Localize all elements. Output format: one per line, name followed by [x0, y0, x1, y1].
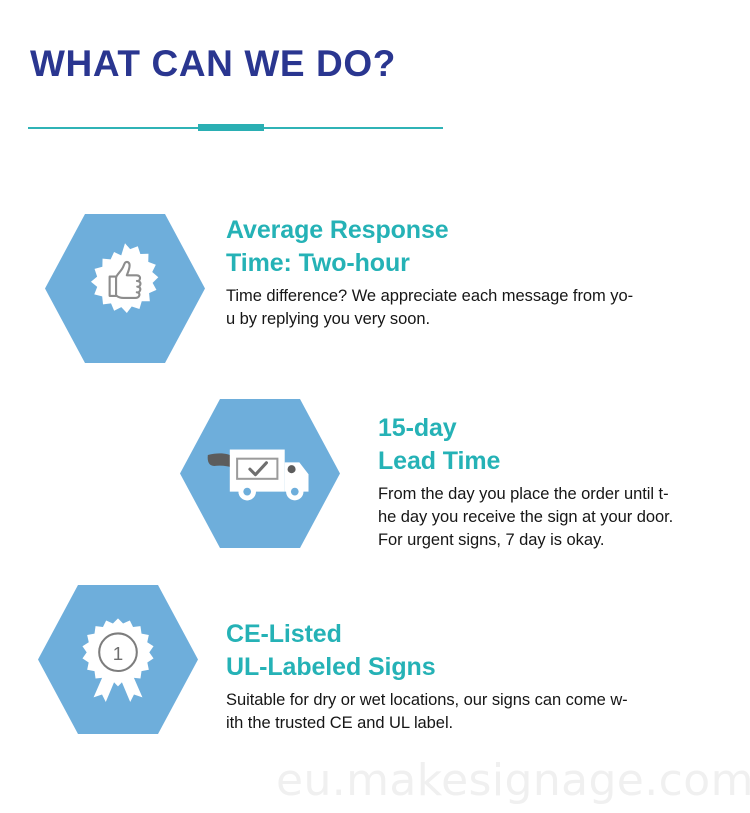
award-ribbon-icon: 1 — [71, 614, 165, 717]
thumbs-up-badge-icon — [79, 240, 171, 337]
feature-heading-line-2: UL-Labeled Signs — [226, 653, 436, 682]
feature-text: 15-day Lead Time From the day you place … — [378, 412, 673, 553]
feature-text: CE-Listed UL-Labeled Signs Suitable for … — [226, 618, 628, 735]
hexagon-badge: 1 — [38, 585, 198, 734]
title-divider — [28, 124, 443, 132]
feature-body-line-2: ith the trusted CE and UL label. — [226, 713, 454, 732]
feature-body-line-1: Suitable for dry or wet locations, our s… — [226, 690, 628, 709]
delivery-truck-icon — [206, 434, 314, 513]
watermark: eu.makesignage.com — [276, 755, 750, 806]
feature-body-line-2: he day you receive the sign at your door… — [378, 507, 674, 526]
hexagon-badge — [45, 214, 205, 363]
feature-body-line-1: Time difference? We appreciate each mess… — [226, 286, 634, 305]
feature-body-line-1: From the day you place the order until t… — [378, 484, 669, 503]
feature-body-line-3: For urgent signs, 7 day is okay. — [378, 531, 605, 550]
feature-body-line-2: u by replying you very soon. — [226, 309, 431, 328]
feature-heading-line-2: Time: Two-hour — [226, 249, 410, 278]
feature-heading-line-1: Average Response — [226, 216, 449, 244]
feature-text: Average Response Time: Two-hour Time dif… — [226, 214, 633, 331]
feature-heading-line-2: Lead Time — [378, 447, 501, 476]
award-number: 1 — [113, 643, 123, 664]
page-title: WHAT CAN WE DO? — [30, 43, 396, 84]
hexagon-badge — [180, 399, 340, 548]
divider-accent — [198, 124, 264, 131]
feature-heading-line-1: CE-Listed — [226, 620, 342, 648]
feature-heading-line-1: 15-day — [378, 414, 457, 442]
